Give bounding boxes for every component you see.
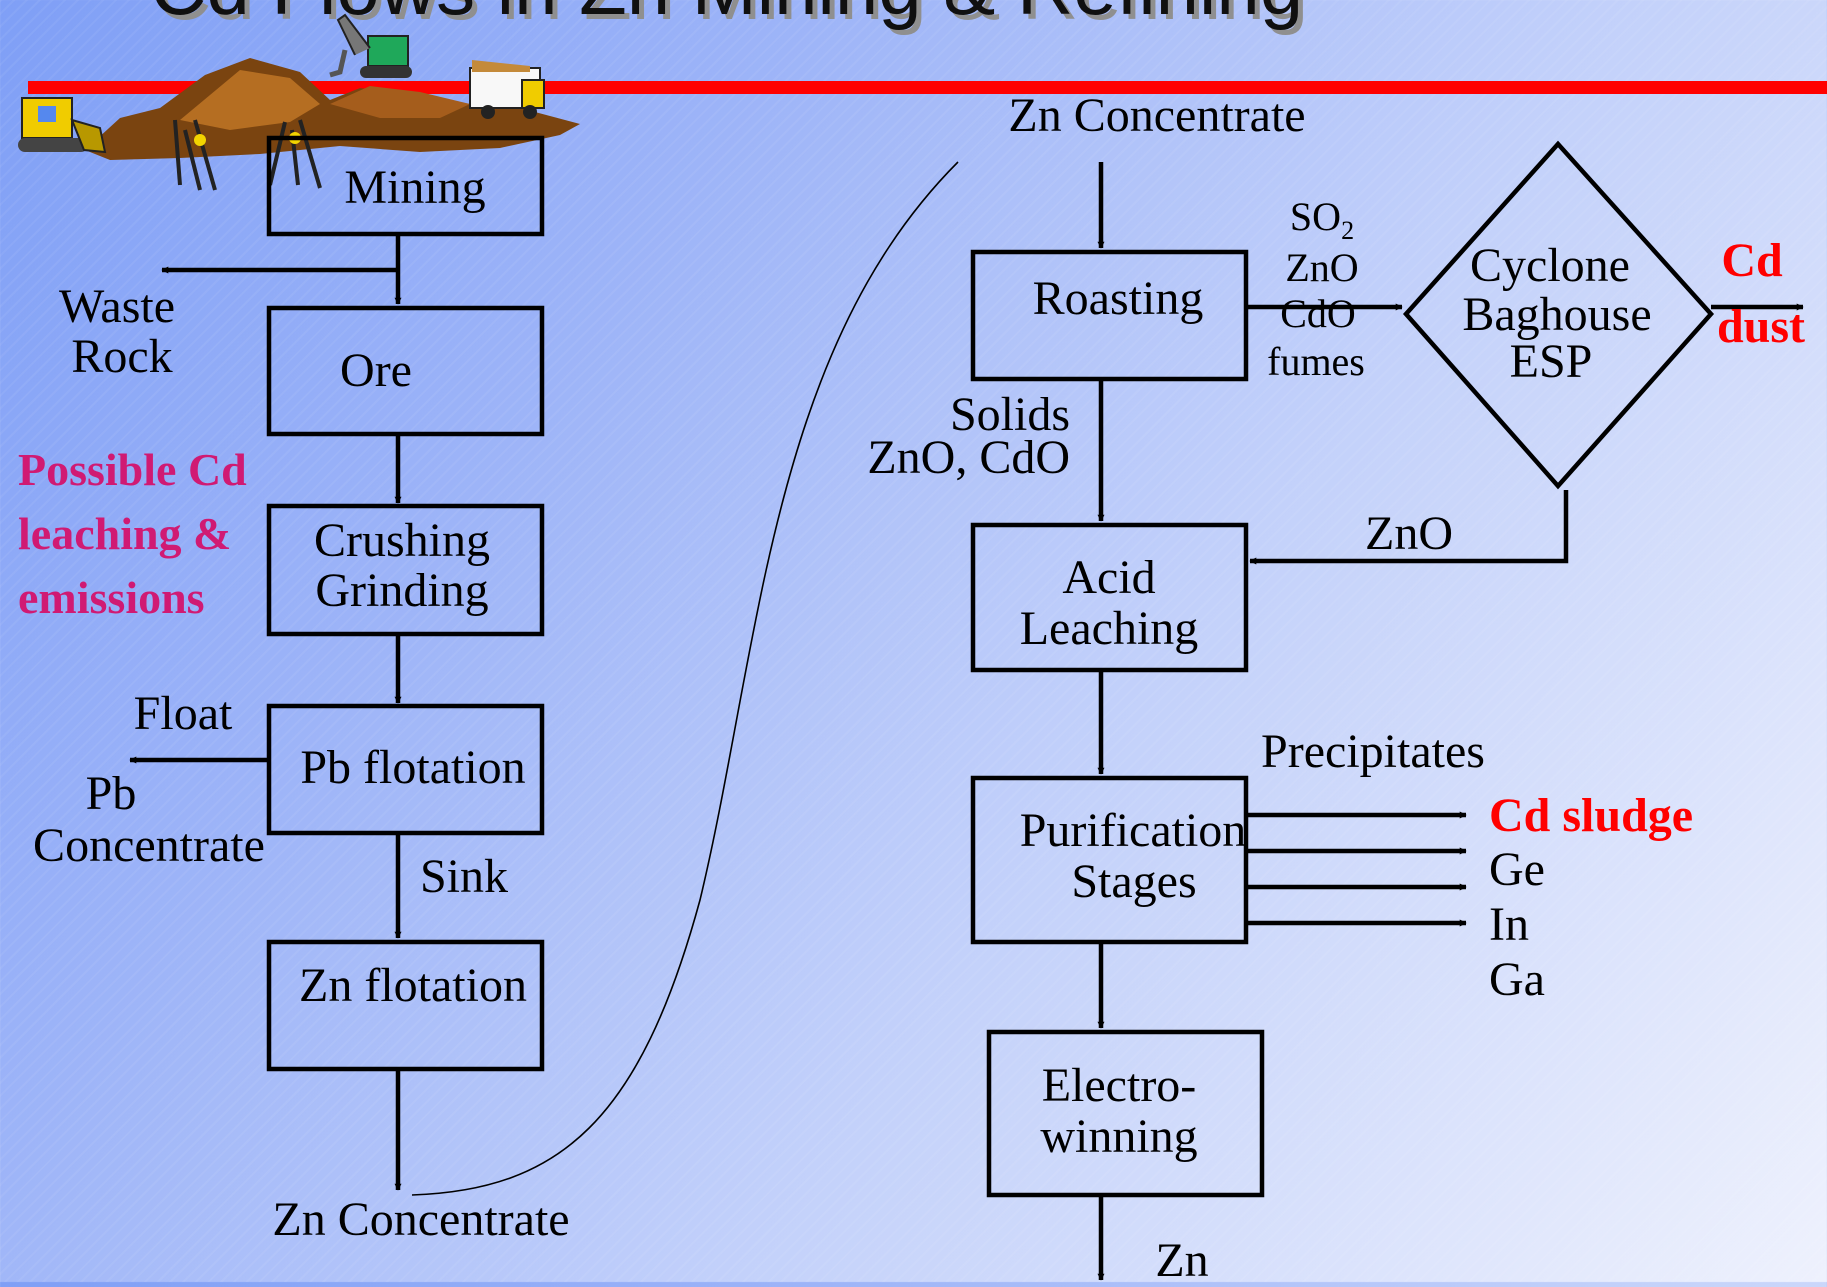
pb-concentrate-label-line2: Concentrate: [33, 819, 265, 872]
mining-scene-illustration: [18, 13, 580, 191]
zn-output-label: Zn: [1155, 1234, 1209, 1287]
zn-flotation-label: Zn flotation: [299, 959, 527, 1012]
possible-cd-note-line1: Possible Cd: [18, 444, 247, 495]
acid-leaching-box: [970, 522, 1249, 673]
output-cd-sludge: Cd sludge: [1489, 789, 1694, 842]
electrowinning-label-line1: Electro-: [1041, 1059, 1197, 1112]
possible-cd-note-line2: leaching &: [18, 508, 232, 559]
crushing-grinding-box: [266, 503, 545, 637]
crushing-label-line2: Grinding: [315, 564, 489, 617]
mining-label: Mining: [344, 161, 486, 214]
cyclone-diamond: [1402, 140, 1715, 490]
roasting-label: Roasting: [1032, 272, 1204, 325]
sink-label: Sink: [419, 850, 509, 903]
acid-leaching-label-line2: Leaching: [1019, 602, 1199, 655]
float-label: Float: [133, 687, 233, 740]
pb-flotation-box: [266, 703, 545, 836]
output-ge: Ge: [1489, 843, 1545, 896]
ore-box: [266, 305, 545, 437]
electrowinning-box: [986, 1029, 1265, 1198]
fumes-cdo-label: CdO: [1280, 291, 1356, 336]
zn-flotation-box: [266, 939, 545, 1072]
solids-label-line1: Solids: [949, 388, 1070, 441]
purification-label-line2: Stages: [1071, 855, 1197, 908]
connector-curve: [411, 161, 959, 1196]
crushing-label-line1: Crushing: [313, 514, 491, 567]
output-ga: Ga: [1489, 953, 1545, 1006]
pb-concentrate-label-line1: Pb: [85, 767, 137, 820]
waste-rock-label-line1: Waste: [58, 280, 176, 333]
arrow-zno-return: [1249, 490, 1569, 565]
pb-flotation-label: Pb flotation: [300, 741, 526, 794]
roasting-box: [970, 249, 1249, 382]
cyclone-label-line3: ESP: [1509, 335, 1593, 388]
possible-cd-note-line3: emissions: [18, 572, 205, 623]
fumes-so2-label: SO2: [1289, 194, 1355, 245]
zn-concentrate-output-label: Zn Concentrate: [272, 1193, 570, 1246]
purification-label-line1: Purification: [1019, 804, 1247, 857]
fumes-zno-label: ZnO: [1285, 245, 1359, 290]
cd-dust-label-line2: dust: [1716, 300, 1806, 353]
solids-label-line2: ZnO, CdO: [867, 431, 1070, 484]
output-in: In: [1489, 898, 1529, 951]
purification-box: [970, 775, 1249, 945]
electrowinning-label-line2: winning: [1040, 1110, 1198, 1163]
zno-return-label: ZnO: [1365, 507, 1453, 560]
cyclone-label-line1: Cyclone: [1470, 239, 1630, 292]
zn-concentrate-input-label: Zn Concentrate: [1008, 89, 1306, 142]
precipitates-label: Precipitates: [1261, 725, 1485, 778]
waste-rock-label-line2: Rock: [71, 330, 173, 383]
acid-leaching-label-line1: Acid: [1062, 551, 1156, 604]
cd-dust-label-line1: Cd: [1721, 234, 1783, 287]
cyclone-label-line2: Baghouse: [1462, 288, 1652, 341]
ore-label: Ore: [340, 344, 412, 397]
mining-box: [266, 135, 545, 237]
fumes-label: fumes: [1267, 339, 1365, 384]
